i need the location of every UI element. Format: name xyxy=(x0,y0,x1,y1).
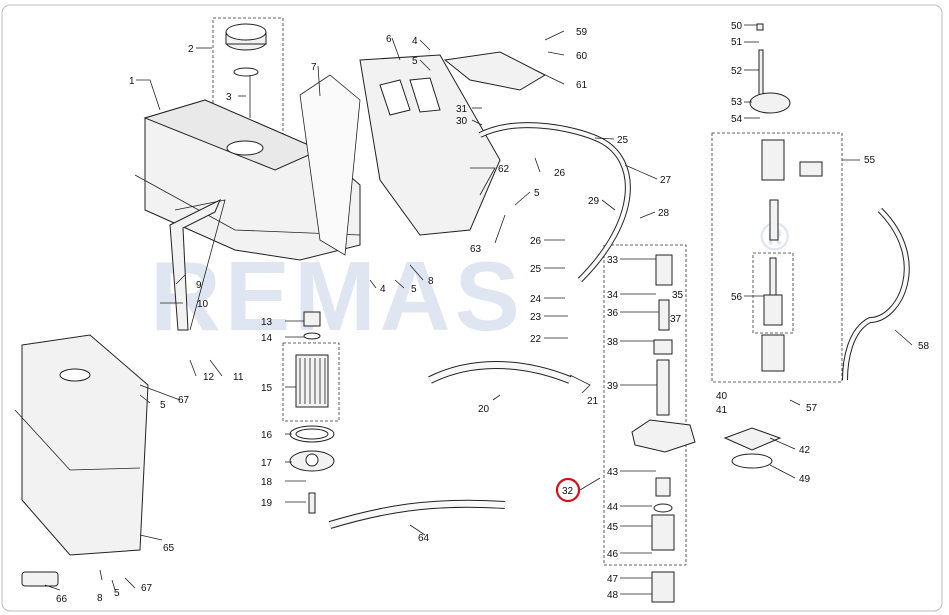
callout-3[interactable]: 3 xyxy=(226,92,232,103)
callout-21[interactable]: 21 xyxy=(587,396,599,407)
leader-lines xyxy=(44,24,913,595)
callout-15[interactable]: 15 xyxy=(261,383,273,394)
diagram-frame xyxy=(1,4,943,612)
callout-61[interactable]: 61 xyxy=(576,80,588,91)
callout-45[interactable]: 45 xyxy=(607,522,619,533)
callout-58[interactable]: 58 xyxy=(918,341,930,352)
callout-53[interactable]: 53 xyxy=(731,97,743,108)
callout-9[interactable]: 9 xyxy=(196,280,202,291)
callout-14[interactable]: 14 xyxy=(261,333,273,344)
callout-30[interactable]: 30 xyxy=(456,116,468,127)
callout-67b[interactable]: 67 xyxy=(141,583,153,594)
callout-40[interactable]: 40 xyxy=(716,391,728,402)
callout-60[interactable]: 60 xyxy=(576,51,588,62)
callout-48[interactable]: 48 xyxy=(607,590,619,601)
callout-1[interactable]: 1 xyxy=(129,76,135,87)
callout-8b[interactable]: 8 xyxy=(97,593,103,604)
callout-22[interactable]: 22 xyxy=(530,334,542,345)
callout-5[interactable]: 5 xyxy=(412,56,418,67)
callout-2[interactable]: 2 xyxy=(188,44,194,55)
callout-32-highlight-ring xyxy=(555,477,581,503)
callout-7[interactable]: 7 xyxy=(311,62,317,73)
callout-16[interactable]: 16 xyxy=(261,430,273,441)
callout-41[interactable]: 41 xyxy=(716,405,728,416)
callout-19[interactable]: 19 xyxy=(261,498,273,509)
callout-32[interactable]: 32 xyxy=(562,486,574,497)
callout-4b[interactable]: 4 xyxy=(380,284,386,295)
callout-37[interactable]: 37 xyxy=(670,314,682,325)
callout-28[interactable]: 28 xyxy=(658,208,670,219)
callout-25b[interactable]: 25 xyxy=(617,135,629,146)
callout-5c[interactable]: 5 xyxy=(160,400,166,411)
callout-43[interactable]: 43 xyxy=(607,467,619,478)
callout-5b[interactable]: 5 xyxy=(114,588,120,599)
callout-62[interactable]: 62 xyxy=(498,164,510,175)
callout-39[interactable]: 39 xyxy=(607,381,619,392)
callout-42[interactable]: 42 xyxy=(799,445,811,456)
tank-strap xyxy=(169,198,221,331)
group-box-injector xyxy=(711,132,843,383)
bracket-plate xyxy=(443,51,547,91)
callout-63[interactable]: 63 xyxy=(470,244,482,255)
callout-labels: 1 2 3 4 5 6 7 8 9 10 11 12 13 14 15 16 1… xyxy=(56,21,930,605)
injection-pump xyxy=(631,254,696,603)
callout-18[interactable]: 18 xyxy=(261,477,273,488)
watermark-text: REMAS xyxy=(150,241,524,351)
callout-4[interactable]: 4 xyxy=(412,36,418,47)
callout-12[interactable]: 12 xyxy=(203,372,215,383)
callout-23[interactable]: 23 xyxy=(530,312,542,323)
callout-26b[interactable]: 26 xyxy=(554,168,566,179)
filler-cap xyxy=(225,23,267,118)
callout-55[interactable]: 55 xyxy=(864,155,876,166)
callout-46[interactable]: 46 xyxy=(607,549,619,560)
callout-35[interactable]: 35 xyxy=(672,290,684,301)
callout-17[interactable]: 17 xyxy=(261,458,273,469)
callout-36[interactable]: 36 xyxy=(607,308,619,319)
flange-42 xyxy=(723,427,782,451)
callout-52[interactable]: 52 xyxy=(731,66,743,77)
callout-59[interactable]: 59 xyxy=(576,27,588,38)
callout-65[interactable]: 65 xyxy=(163,543,175,554)
fitting-66 xyxy=(21,571,59,587)
callout-6[interactable]: 6 xyxy=(386,34,392,45)
fuel-tank-secondary xyxy=(14,334,149,556)
callout-54[interactable]: 54 xyxy=(731,114,743,125)
callout-27[interactable]: 27 xyxy=(660,175,672,186)
callout-5d[interactable]: 5 xyxy=(411,284,417,295)
callout-11[interactable]: 11 xyxy=(233,372,244,383)
callout-5e[interactable]: 5 xyxy=(534,188,540,199)
callout-47[interactable]: 47 xyxy=(607,574,619,585)
callout-29[interactable]: 29 xyxy=(588,196,600,207)
group-box-nozzle xyxy=(752,252,794,334)
callout-13[interactable]: 13 xyxy=(261,317,273,328)
callout-20[interactable]: 20 xyxy=(478,404,490,415)
group-box-filter xyxy=(282,342,340,422)
gasket-sheet xyxy=(299,74,361,256)
callout-24[interactable]: 24 xyxy=(530,294,542,305)
callout-64[interactable]: 64 xyxy=(418,533,430,544)
callout-66[interactable]: 66 xyxy=(56,594,68,605)
callout-38[interactable]: 38 xyxy=(607,337,619,348)
callout-44[interactable]: 44 xyxy=(607,502,619,513)
callout-33[interactable]: 33 xyxy=(607,255,619,266)
callout-25a[interactable]: 25 xyxy=(530,264,542,275)
filter-assembly xyxy=(289,311,335,514)
callout-10[interactable]: 10 xyxy=(197,299,209,310)
callout-31[interactable]: 31 xyxy=(456,104,468,115)
callout-49[interactable]: 49 xyxy=(799,474,811,485)
callout-51[interactable]: 51 xyxy=(731,37,743,48)
callout-34[interactable]: 34 xyxy=(607,290,619,301)
callout-56[interactable]: 56 xyxy=(731,292,743,303)
callout-50[interactable]: 50 xyxy=(731,21,743,32)
callout-57[interactable]: 57 xyxy=(806,403,818,414)
callout-26a[interactable]: 26 xyxy=(530,236,542,247)
gasket-49 xyxy=(731,453,773,469)
callout-67a[interactable]: 67 xyxy=(178,395,190,406)
callout-8[interactable]: 8 xyxy=(428,276,434,287)
injector-assembly xyxy=(749,23,823,372)
